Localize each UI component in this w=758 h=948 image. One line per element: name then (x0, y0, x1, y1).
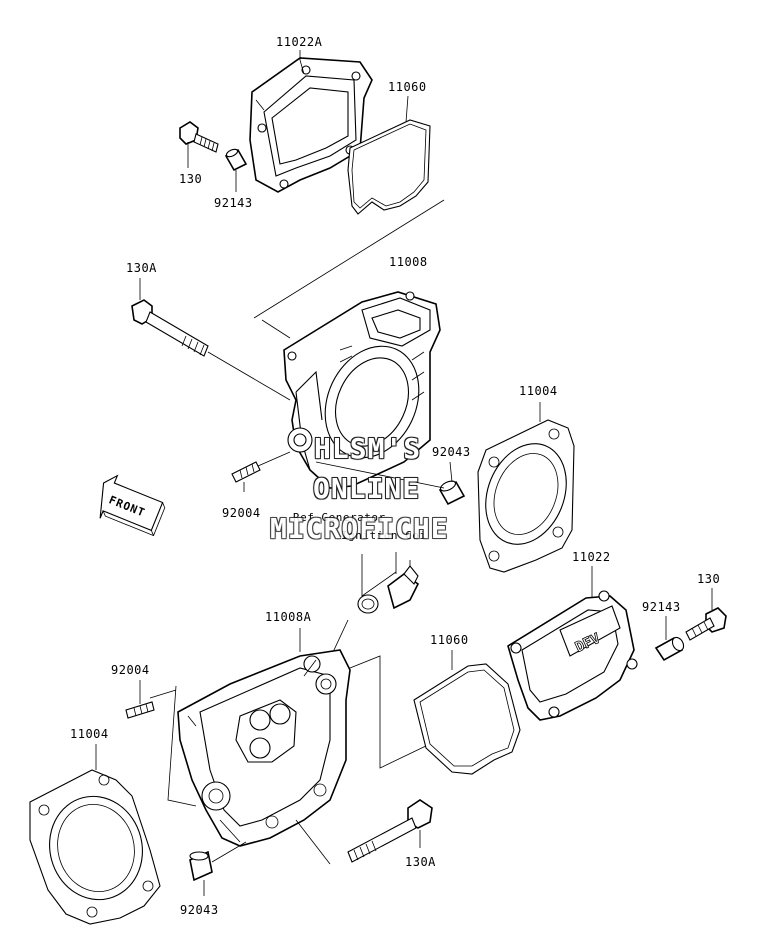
bolt-130-right (685, 607, 727, 641)
label-130-right: 130 (697, 572, 721, 586)
ignition-connector (357, 560, 420, 614)
ref-note-line1: Ref Generator (293, 511, 386, 524)
long-bolt-130A-bottom (347, 799, 433, 863)
label-92143-top: 92143 (214, 196, 253, 210)
stud-92004-left (125, 701, 155, 719)
head-cover-front (507, 590, 638, 721)
collar-92143-right (654, 636, 685, 662)
cover-gasket-top (347, 119, 431, 215)
dowel-92043-bottom (189, 850, 213, 882)
base-gasket-left (29, 769, 161, 925)
label-92043-mid: 92043 (432, 445, 471, 459)
dowel-92043-mid (438, 480, 466, 506)
label-92143-right: 92143 (642, 600, 681, 614)
cover-gasket-bottom (413, 663, 521, 775)
label-130-top: 130 (179, 172, 203, 186)
label-11022: 11022 (572, 550, 611, 564)
label-92043-bottom: 92043 (180, 903, 219, 917)
label-11060-bottom: 11060 (430, 633, 469, 647)
stud-92004-mid (231, 461, 261, 483)
label-11008: 11008 (389, 255, 428, 269)
label-130A-bottom: 130A (405, 855, 436, 869)
label-92004-mid: 92004 (222, 506, 261, 520)
label-11022A: 11022A (276, 35, 323, 49)
watermark-line2: ONLINE (313, 472, 421, 505)
label-92004-left: 92004 (111, 663, 150, 677)
label-11008A: 11008A (265, 610, 312, 624)
ref-note-line2: Ignition Coi (341, 529, 427, 542)
cylinder-head-11008A (177, 649, 351, 847)
collar-92143-top (224, 148, 248, 172)
bolt-130-top (179, 121, 219, 153)
label-11060-top: 11060 (388, 80, 427, 94)
long-bolt-130A-top (131, 299, 209, 357)
watermark-line3: MICROFICHE (270, 512, 449, 545)
front-arrow (99, 474, 166, 537)
head-cover-rear (249, 57, 373, 193)
label-11004-right: 11004 (519, 384, 558, 398)
base-gasket-right (477, 419, 575, 573)
label-130A-top: 130A (126, 261, 157, 275)
label-11004-left: 11004 (70, 727, 109, 741)
cylinder-11008 (283, 291, 441, 489)
watermark-line1: HLSM'S (314, 432, 422, 465)
